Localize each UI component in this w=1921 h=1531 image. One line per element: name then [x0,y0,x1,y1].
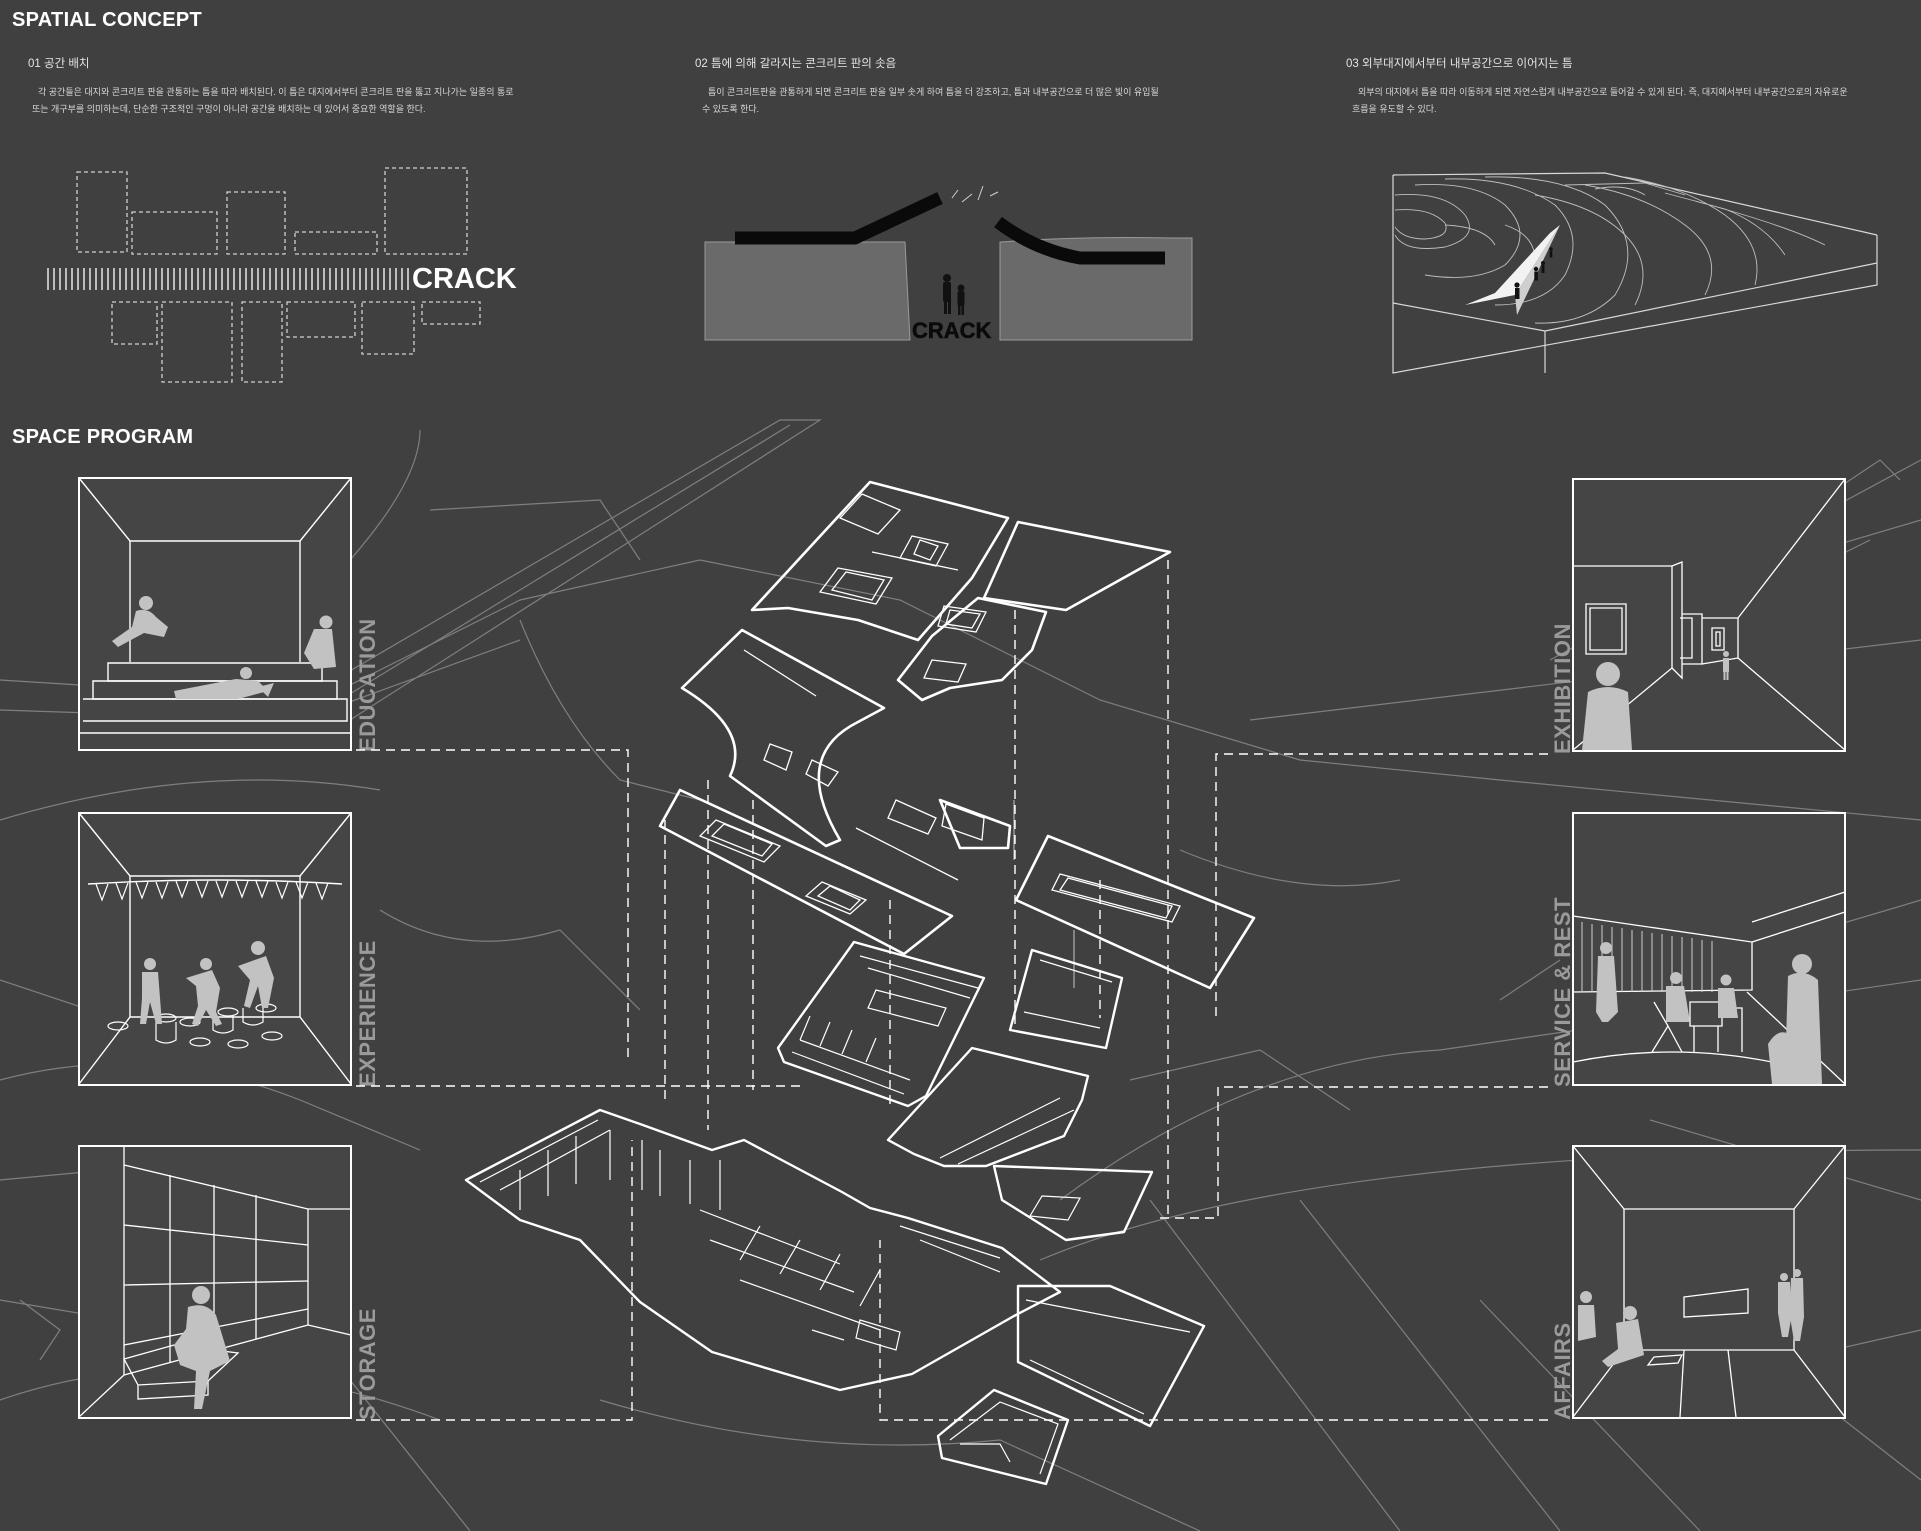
concept-02-crack-label: CRACK [912,318,992,343]
connector-affairs [879,1240,1548,1421]
connector-service-rest [1160,1086,1548,1219]
education-panel [78,477,352,751]
exhibition-visitors [1582,651,1729,750]
affairs-panel [1572,1145,1846,1419]
floor-block-middle-4 [992,1164,1154,1242]
people-silhouettes [943,274,965,315]
service-rest-panel [1572,812,1846,1086]
space-program-title: SPACE PROGRAM [12,426,194,448]
concept-02-text-line-1: 틈이 콘크리트판을 관통하게 되면 콘크리트 판을 일부 솟게 하여 틈을 더 … [708,87,1159,97]
concept-03-text-line-2: 흐름을 유도할 수 있다. [1352,104,1437,114]
concept-02-title: 02 틈에 의해 갈라지는 콘크리트 판의 솟음 [695,58,897,70]
floor-block-middle-2 [1008,948,1124,1050]
roof-plate-top-left [750,480,1010,642]
connector-storage [356,1140,633,1421]
roof-plate-top-right [982,520,1172,612]
storage-person [174,1286,230,1409]
terrain-people [1514,247,1553,299]
ground-plate-long [658,788,954,956]
floor-block-middle-1 [776,940,986,1108]
concept-02-text-line-2: 수 있도록 한다. [702,104,760,114]
ground-plate-right [1014,834,1256,990]
connector-exhibition [1215,753,1548,1018]
ground-floor-small-box [936,1388,1070,1486]
terrain-crack-path [1465,225,1560,305]
concept-03-text: 외부의 대지에서 틈을 따라 이동하게 되면 자연스럽게 내부공간으로 들어갈 … [1352,84,1912,118]
roof-slab-right [994,216,1165,265]
concept-01-text-line-2: 또는 개구부를 의미하는데, 단순한 구조적인 구멍이 아니라 공간을 배치하는… [32,104,426,114]
ground-floor-plan [464,1108,1062,1392]
concept-02-section-diagram: CRACK [704,185,1193,343]
ground-floor-annex [1016,1284,1206,1428]
experience-children [140,941,274,1026]
education-people [112,596,336,699]
experience-panel [78,812,352,1086]
exhibition-panel [1572,478,1846,752]
concept-02-text: 틈이 콘크리트판을 관통하게 되면 콘크리트 판을 일부 솟게 하여 틈을 더 … [702,84,1262,118]
floor-block-middle-3 [886,1046,1090,1168]
concept-03-title: 03 외부대지에서부터 내부공간으로 이어지는 틈 [1346,58,1573,70]
spatial-concept-title: SPATIAL CONCEPT [12,9,203,31]
roof-plate-mid-left [680,628,886,848]
concept-01-title: 01 공간 배치 [28,58,90,70]
concept-01-crack-label: CRACK [412,263,517,295]
concept-01-text-line-1: 각 공간들은 대지와 콘크리트 판을 관통하는 틈을 따라 배치된다. 이 틈은… [38,87,514,97]
concept-03-terrain-diagram [1392,172,1878,374]
storage-panel [78,1145,352,1419]
roof-plate-mid-right [896,596,1048,702]
affairs-people [1578,1269,1804,1367]
concept-01-diagram: CRACK [47,167,517,383]
roof-slab-left [735,192,943,245]
concept-03-text-line-1: 외부의 대지에서 틈을 따라 이동하게 되면 자연스럽게 내부공간으로 들어갈 … [1358,87,1848,97]
concept-01-text: 각 공간들은 대지와 콘크리트 판을 관통하는 틈을 따라 배치된다. 이 틈은… [32,84,652,118]
connector-education [356,749,629,1060]
service-rest-people [1596,942,1822,1084]
